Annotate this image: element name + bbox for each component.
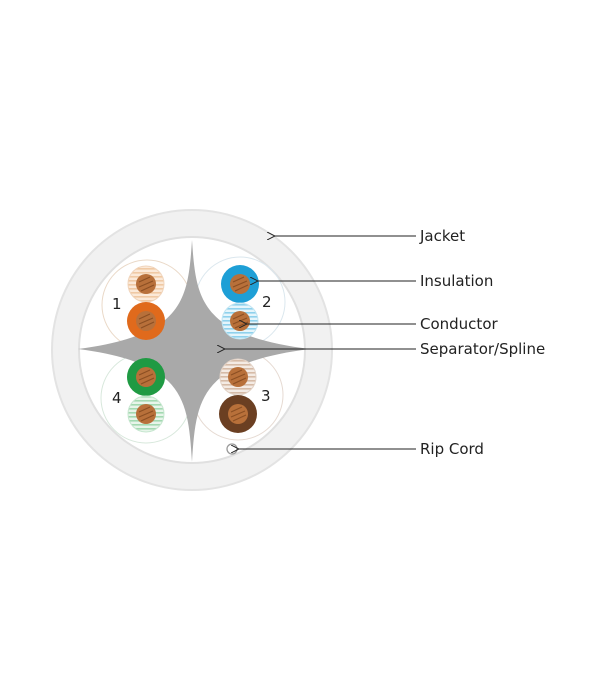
rip-cord — [226, 443, 238, 455]
label-insulation: Insulation — [420, 272, 493, 290]
wire-green-solid — [127, 358, 165, 396]
wire-orange-solid — [127, 302, 165, 340]
pair-number-3: 3 — [261, 387, 271, 405]
leader-lines — [224, 236, 416, 449]
wire-green-white-striped — [127, 395, 165, 433]
label-rip-cord: Rip Cord — [420, 440, 484, 458]
wire-orange-white-striped — [127, 265, 165, 303]
label-separator: Separator/Spline — [420, 340, 545, 358]
wire-brown-white-striped — [219, 358, 257, 396]
separator-spline — [78, 240, 310, 462]
pair-4 — [127, 358, 165, 433]
label-jacket: Jacket — [419, 227, 465, 245]
pair-3 — [219, 358, 257, 433]
wire-blue-solid — [221, 265, 259, 303]
pair-1 — [127, 265, 165, 340]
wire-blue-white-striped — [221, 302, 259, 340]
pair-number-4: 4 — [112, 389, 122, 407]
pair-number-1: 1 — [112, 295, 122, 313]
wire-brown-solid — [219, 395, 257, 433]
label-conductor: Conductor — [420, 315, 498, 333]
pair-number-2: 2 — [262, 293, 272, 311]
